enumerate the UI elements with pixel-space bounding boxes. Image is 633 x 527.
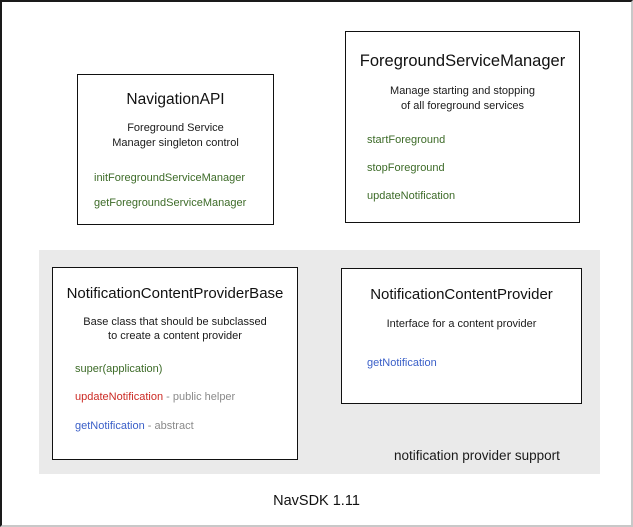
class-box-navigation-api[interactable]: NavigationAPI Foreground Service Manager… (77, 74, 274, 225)
member-row[interactable]: getNotification - abstract (75, 420, 291, 433)
class-description-line: Foreground Service (127, 122, 224, 135)
member-name: getNotification (75, 419, 145, 432)
class-description-line: of all foreground services (401, 99, 524, 112)
class-description-line: Manager singleton control (112, 136, 239, 149)
member-name: updateNotification (367, 190, 456, 203)
member-list-notification-content-provider-base: super(application) updateNotification - … (59, 363, 291, 433)
member-name: getNotification (367, 357, 437, 370)
member-note: - public helper (163, 391, 236, 404)
member-list-notification-content-provider: getNotification (350, 357, 573, 370)
class-description-line: Interface for a content provider (386, 317, 537, 330)
member-row[interactable]: startForeground (367, 134, 571, 147)
member-row[interactable]: stopForeground (367, 162, 571, 175)
class-description-line: Base class that should be subclassed (83, 315, 267, 328)
class-title-notification-content-provider-base: NotificationContentProviderBase (66, 285, 284, 302)
member-row[interactable]: getNotification (367, 357, 573, 370)
member-note: - abstract (144, 419, 194, 432)
class-description-notification-content-provider-base: Base class that should be subclassed to … (59, 315, 291, 345)
group-caption-label: notification provider support (394, 448, 560, 463)
member-row[interactable]: updateNotification (367, 190, 571, 203)
member-row[interactable]: super(application) (75, 363, 291, 376)
member-row[interactable]: updateNotification - public helper (75, 391, 291, 404)
member-list-foreground-service-manager: startForeground stopForeground updateNot… (354, 134, 571, 204)
class-description-line: to create a content provider (108, 330, 242, 343)
member-row[interactable]: getForegroundServiceManager (94, 197, 265, 210)
class-description-foreground-service-manager: Manage starting and stopping of all fore… (354, 84, 571, 114)
class-box-notification-content-provider-base[interactable]: NotificationContentProviderBase Base cla… (52, 267, 298, 460)
member-list-navigation-api: initForegroundServiceManager getForegrou… (86, 172, 265, 210)
member-name: stopForeground (367, 162, 445, 175)
class-description-notification-content-provider: Interface for a content provider (350, 317, 573, 332)
class-box-notification-content-provider[interactable]: NotificationContentProvider Interface fo… (341, 268, 582, 404)
member-row[interactable]: initForegroundServiceManager (94, 172, 265, 185)
class-description-navigation-api: Foreground Service Manager singleton con… (86, 121, 265, 151)
member-name: initForegroundServiceManager (94, 171, 246, 184)
member-name: super(application) (75, 363, 163, 376)
member-name: updateNotification (75, 391, 164, 404)
member-name: getForegroundServiceManager (94, 196, 247, 209)
class-description-line: Manage starting and stopping (390, 85, 535, 98)
class-title-navigation-api: NavigationAPI (126, 91, 225, 108)
class-title-foreground-service-manager: ForegroundServiceManager (359, 52, 566, 70)
class-title-notification-content-provider: NotificationContentProvider (370, 286, 553, 303)
footer-version-label: NavSDK 1.11 (273, 493, 360, 509)
class-box-foreground-service-manager[interactable]: ForegroundServiceManager Manage starting… (345, 31, 580, 223)
member-name: startForeground (367, 133, 446, 146)
